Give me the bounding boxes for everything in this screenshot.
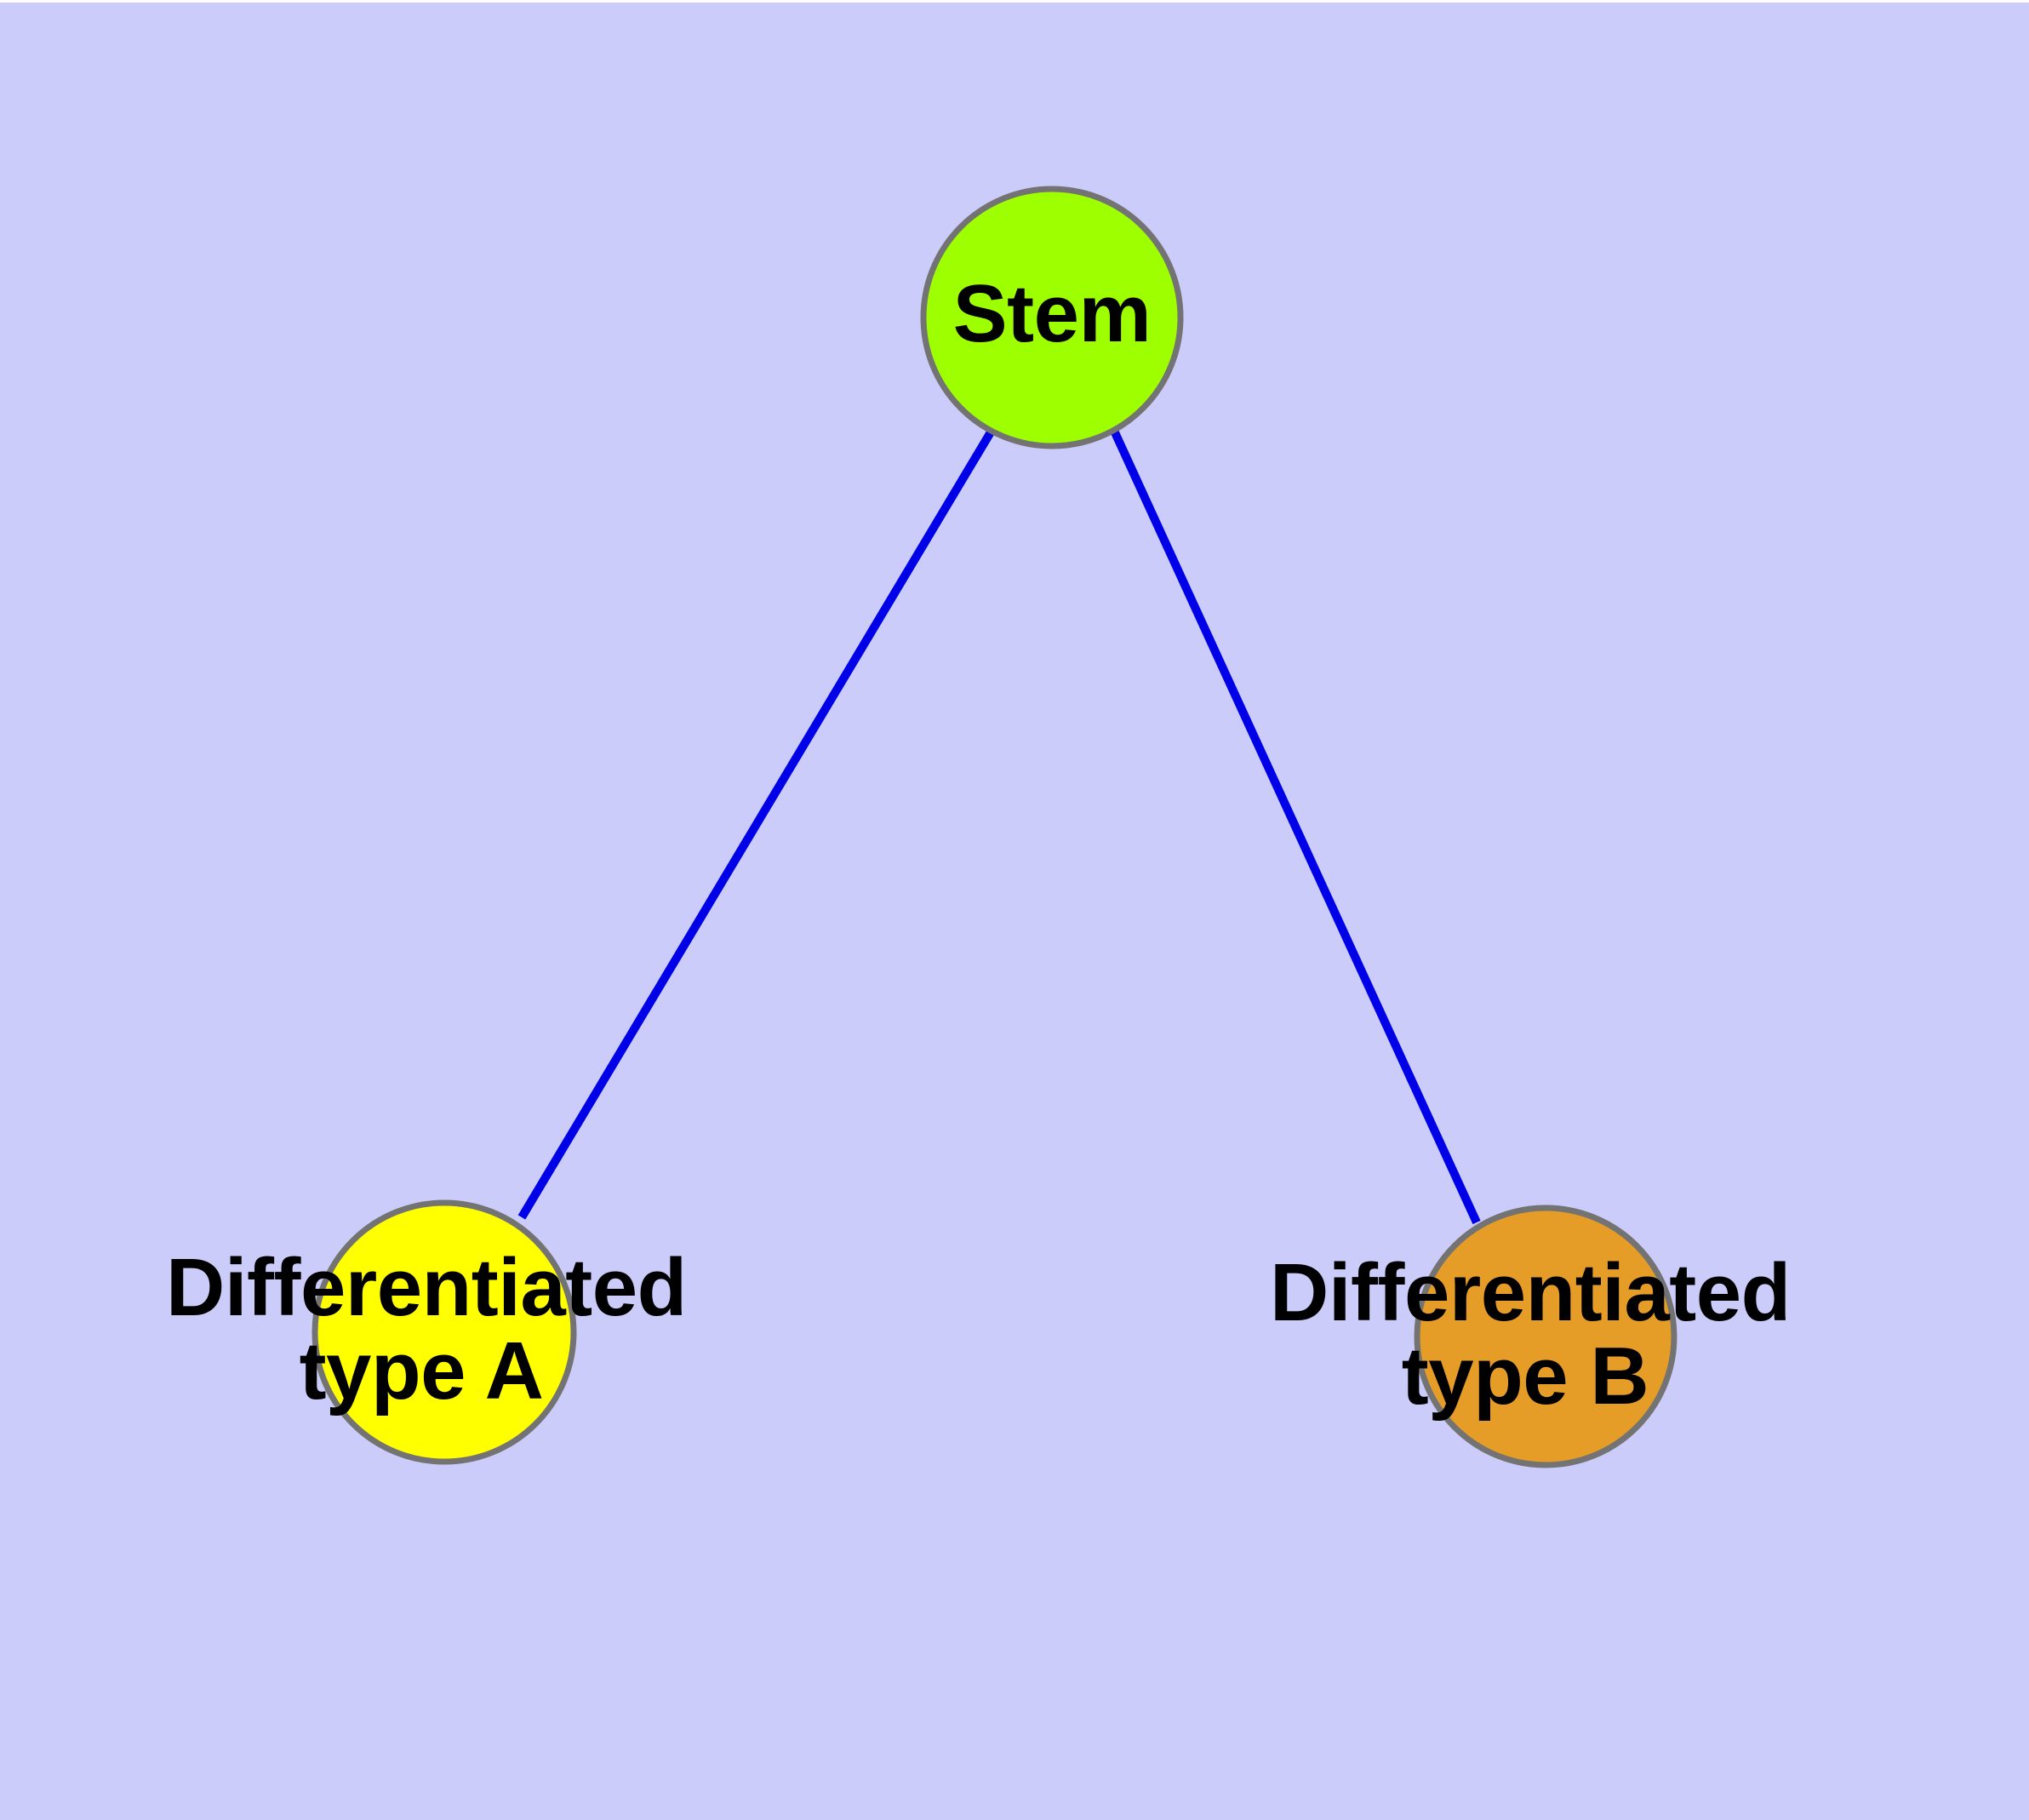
node-differentiated-type-b[interactable]: [1414, 1205, 1677, 1468]
edge-stem-to-differentiated-type-b[interactable]: [1111, 430, 1481, 1225]
node-layer: [311, 186, 1677, 1468]
node-differentiated-type-a[interactable]: [311, 1199, 577, 1465]
edge-layer: [517, 428, 1481, 1225]
edge-stem-to-differentiated-type-a[interactable]: [517, 428, 996, 1220]
node-stem[interactable]: [920, 186, 1184, 449]
